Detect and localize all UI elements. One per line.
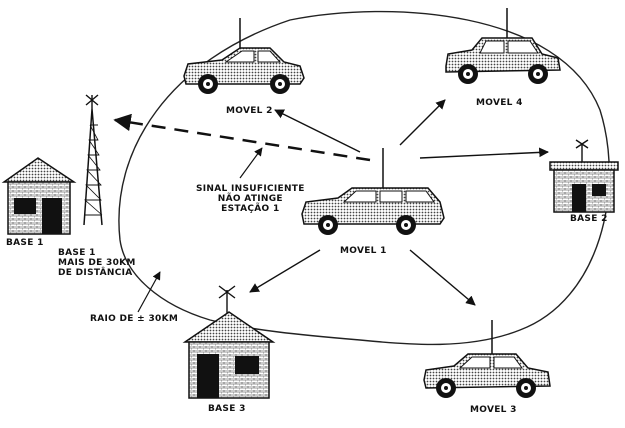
movel-2-car-icon bbox=[183, 18, 305, 94]
signal-note-line-2: NÃO ATINGE bbox=[217, 194, 283, 204]
base-1-label: BASE 1 bbox=[6, 238, 44, 248]
movel-3-sedan-icon bbox=[423, 320, 551, 398]
signal-note-line-1: SINAL INSUFICIENTE bbox=[196, 184, 305, 194]
signal-note-line-3: ESTAÇÃO 1 bbox=[221, 204, 280, 214]
base-1-distance-line-3: DE DISTÂNCIA bbox=[58, 268, 133, 278]
movel-4-hatchback-icon bbox=[445, 8, 561, 84]
insufficient-signal-line bbox=[113, 113, 371, 162]
arrow-signal-note bbox=[239, 147, 263, 179]
base-1-distance-line-2: MAIS DE 30KM bbox=[58, 258, 136, 268]
arrow-to-movel-2 bbox=[274, 109, 361, 153]
radius-note: RAIO DE ± 30KM bbox=[90, 314, 179, 324]
arrow-to-base-3 bbox=[249, 249, 321, 293]
base-2-house-icon bbox=[549, 139, 619, 213]
movel-2-label: MOVEL 2 bbox=[226, 106, 273, 116]
base-1-distance-line-1: BASE 1 bbox=[58, 248, 96, 258]
arrow-radius-note bbox=[137, 271, 161, 313]
arrow-to-movel-3 bbox=[409, 249, 476, 306]
base-3-house-icon bbox=[182, 285, 276, 399]
base-1-antenna-tower-icon bbox=[83, 94, 103, 226]
movel-1-label: MOVEL 1 bbox=[340, 246, 387, 256]
base-2-label: BASE 2 bbox=[570, 214, 608, 224]
arrow-to-base-2 bbox=[419, 147, 549, 159]
movel-3-label: MOVEL 3 bbox=[470, 405, 517, 415]
arrow-to-movel-4 bbox=[399, 99, 446, 146]
movel-1-wagon-icon bbox=[301, 148, 445, 235]
movel-4-label: MOVEL 4 bbox=[476, 98, 523, 108]
base-1-house-icon bbox=[1, 157, 77, 235]
insufficient-signal-note: SINAL INSUFICIENTE NÃO ATINGE ESTAÇÃO 1 bbox=[196, 184, 305, 214]
base-1-distance-note: BASE 1 MAIS DE 30KM DE DISTÂNCIA bbox=[58, 248, 136, 278]
base-3-label: BASE 3 bbox=[208, 404, 246, 414]
